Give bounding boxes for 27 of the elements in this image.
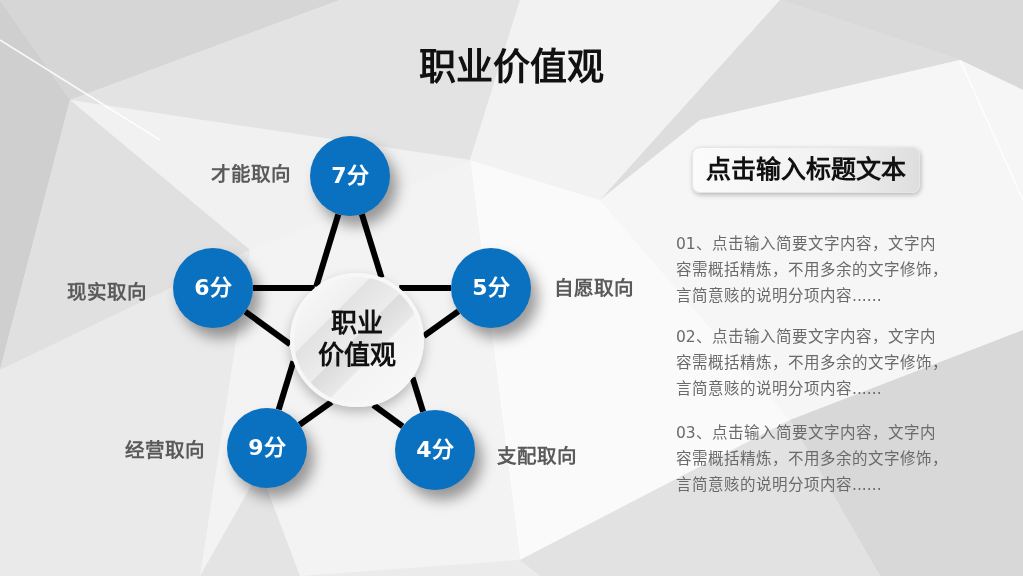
connector-line	[422, 308, 461, 339]
center-title: 职业价值观	[317, 308, 397, 372]
score-value: 7分	[331, 162, 369, 190]
connector-line	[275, 360, 297, 411]
connector-line	[253, 285, 315, 291]
heading-panel	[692, 147, 920, 193]
connector-line	[313, 213, 342, 288]
category-label: 经营取向	[125, 439, 205, 463]
connector-line	[409, 376, 426, 413]
connector-line	[399, 285, 451, 291]
connector-line	[359, 213, 385, 279]
connector-line	[243, 309, 292, 347]
category-label: 才能取向	[211, 163, 291, 187]
heading-text: 点击输入标题文本	[706, 155, 906, 185]
category-label: 自愿取向	[554, 277, 634, 301]
slide-title: 职业价值观	[419, 46, 604, 89]
score-value: 4分	[416, 436, 454, 464]
connector-line	[371, 402, 405, 429]
score-value: 9分	[248, 434, 286, 462]
body-paragraph: 02、点击输入简要文字内容，文字内容需概括精炼，不用多余的文字修饰，言简意赅的说明分项内容......	[676, 327, 948, 400]
body-paragraph: 01、点击输入简要文字内容，文字内容需概括精炼，不用多余的文字修饰，言简意赅的说明分项内容......	[676, 234, 948, 307]
category-label: 支配取向	[497, 445, 577, 469]
score-value: 6分	[194, 274, 232, 302]
body-paragraph: 03、点击输入简要文字内容，文字内容需概括精炼，不用多余的文字修饰，言简意赅的说明分项内容......	[676, 423, 948, 496]
score-value: 5分	[472, 274, 510, 302]
connector-line	[297, 399, 334, 428]
category-label: 现实取向	[67, 281, 147, 305]
